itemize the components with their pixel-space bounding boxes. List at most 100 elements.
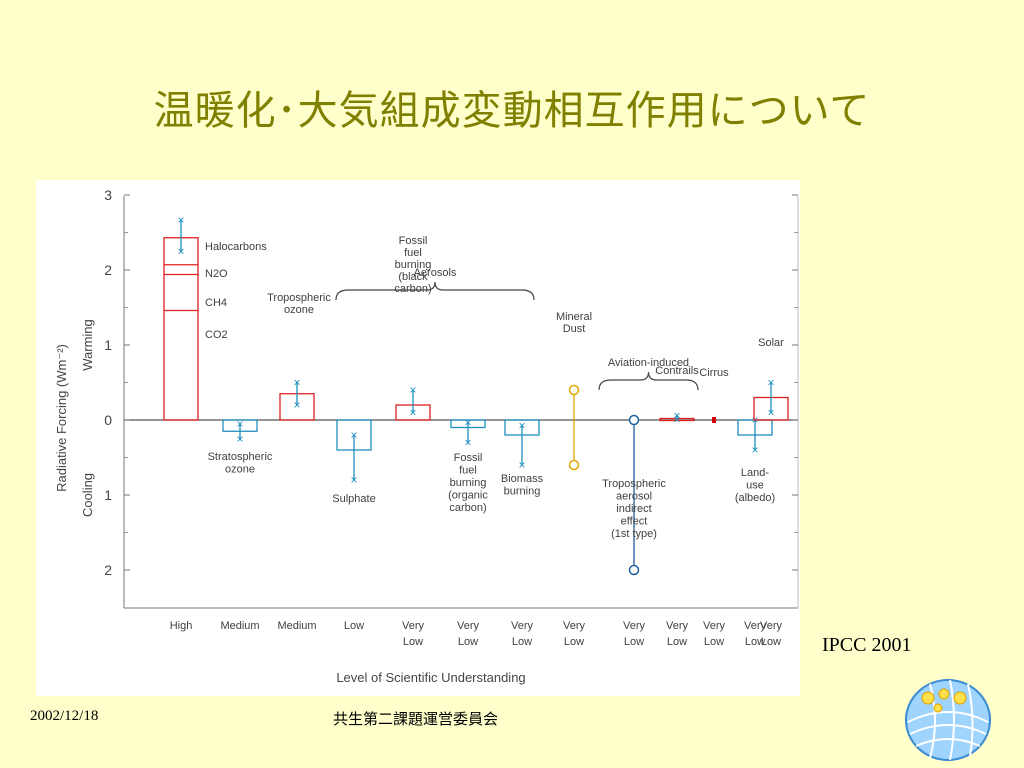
aerosols-bracket-label: Aerosols [414,267,457,279]
loss-label: Low [458,636,478,648]
range-end-marker [628,564,640,576]
error-cap-marker: × [409,406,416,420]
loss-label: Low [403,636,423,648]
item-label: (1st type) [611,528,657,540]
error-cap-marker: × [293,376,300,390]
item-label: Stratospheric [208,451,273,463]
item-label: ozone [284,304,314,316]
item-label: Cirrus [699,367,729,379]
error-cap-marker: × [464,415,471,429]
item-label: Solar [758,337,784,349]
item-label: burning [504,486,541,498]
range-end-marker [568,384,580,396]
item-label: carbon) [394,283,431,295]
loss-label: Low [344,620,364,632]
aerosols-bracket [335,281,535,301]
co2-label: CO2 [205,329,228,341]
item-label: Sulphate [332,493,375,505]
error-cap-marker: × [177,244,184,258]
loss-label: Low [512,636,532,648]
item-label: aerosol [616,491,652,503]
loss-label: Low [745,636,765,648]
loss-label: Low [667,636,687,648]
item-label: effect [621,516,648,528]
loss-label: Medium [220,620,259,632]
item-label: ozone [225,464,255,476]
error-cap-marker: × [236,432,243,446]
item-label: Contrails [655,365,699,377]
range-end-marker [568,459,580,471]
loss-label: Very [402,620,425,632]
x-axis-label: Level of Scientific Understanding [336,670,525,685]
item-label: Land- [741,467,769,479]
item-label: Tropospheric [267,292,331,304]
loss-label: High [170,620,193,632]
item-label: (black [398,271,428,283]
footer-organization: 共生第二課題運営委員会 [333,710,499,728]
ch4-label: CH4 [205,297,227,309]
item-label: Fossil [454,452,483,464]
error-cap-marker: × [236,417,243,431]
slide-title: 温暖化･大気組成変動相互作用について [153,88,871,134]
y-tick-label: 2 [104,262,112,278]
error-cap-marker: × [751,443,758,457]
y-tick-label: 3 [104,187,112,203]
item-label: Mineral [556,311,592,323]
warming-label: Warming [80,319,95,371]
item-label: fuel [459,465,477,477]
y-tick-label: 2 [104,562,112,578]
item-label: (organic [448,490,488,502]
loss-label: Low [564,636,584,648]
loss-label: Very [457,620,480,632]
error-cap-marker: × [518,458,525,472]
loss-label: Very [666,620,689,632]
error-cap-marker: × [293,398,300,412]
y-tick-label: 1 [104,487,112,503]
loss-label: Low [624,636,644,648]
error-cap-marker: × [350,473,357,487]
loss-label: Very [563,620,586,632]
error-cap-marker: × [673,409,680,423]
error-cap-marker: × [350,428,357,442]
source-citation: IPCC 2001 [822,634,912,656]
cooling-label: Cooling [80,473,95,517]
item-label: (albedo) [735,492,775,504]
y-axis-label: Radiative Forcing (Wm⁻²) [54,344,69,492]
loss-label: Very [703,620,726,632]
y-tick-label: 0 [104,412,112,428]
item-label: Fossil [399,235,428,247]
item-label: Biomass [501,473,544,485]
item-label: Dust [563,323,586,335]
item-label: Tropospheric [602,478,666,490]
loss-label: Very [623,620,646,632]
item-label: use [746,480,764,492]
n2o-label: N2O [205,268,228,280]
loss-label: Very [760,620,783,632]
error-cap-marker: × [767,406,774,420]
item-label: burning [395,259,432,271]
item-label: fuel [404,247,422,259]
error-cap-marker: × [767,376,774,390]
cirrus-mark [712,417,716,423]
range-end-marker [628,414,640,426]
item-label: burning [450,477,487,489]
loss-label: Low [704,636,724,648]
loss-label: Low [761,636,781,648]
error-cap-marker: × [464,436,471,450]
item-label: carbon) [449,502,486,514]
y-tick-label: 1 [104,337,112,353]
error-cap-marker: × [673,412,680,426]
aviation-bracket [598,371,699,391]
error-cap-marker: × [409,383,416,397]
loss-label: Very [511,620,534,632]
footer-date: 2002/12/18 [30,708,99,724]
halocarbons-label: Halocarbons [205,241,267,253]
error-cap-marker: × [518,418,525,432]
aviation-bracket-label: Aviation-induced [608,357,689,369]
globe-logo-icon [905,679,991,761]
loss-label: Very [744,620,767,632]
item-label: indirect [616,503,651,515]
loss-label: Medium [277,620,316,632]
